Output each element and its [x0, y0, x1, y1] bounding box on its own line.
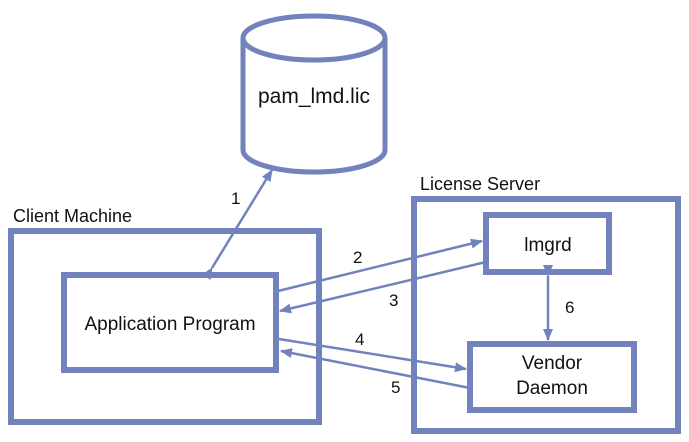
arrow-1-app-database	[201, 169, 274, 280]
client-machine-box	[8, 228, 322, 425]
license-server-box	[411, 196, 681, 434]
vendor-daemon-label-line2: Daemon	[516, 378, 588, 399]
application-program-box	[61, 272, 279, 373]
vendor-daemon-label-line1: Vendor	[522, 353, 583, 374]
step-label-3: 3	[389, 291, 398, 310]
arrow-3-lmgrd-to-app	[279, 260, 487, 314]
application-program-label: Application Program	[84, 314, 255, 335]
license-server-title: License Server	[420, 174, 540, 194]
arrow-4-app-to-vendor	[278, 337, 467, 373]
database-label: pam_lmd.lic	[258, 85, 370, 108]
vendor-daemon-box	[467, 341, 637, 413]
step-label-1: 1	[231, 189, 240, 208]
arrow-2-app-to-lmgrd	[277, 238, 483, 293]
database-body	[240, 38, 388, 175]
step-label-6: 6	[565, 298, 574, 317]
database-top	[240, 13, 388, 63]
license-file-database: pam_lmd.lic	[240, 13, 388, 175]
step-label-2: 2	[353, 248, 362, 267]
step-label-4: 4	[355, 330, 364, 349]
arrow-5-vendor-to-app	[280, 348, 471, 390]
client-machine-title: Client Machine	[13, 206, 132, 226]
step-label-5: 5	[391, 378, 400, 397]
lmgrd-label: lmgrd	[524, 235, 572, 256]
